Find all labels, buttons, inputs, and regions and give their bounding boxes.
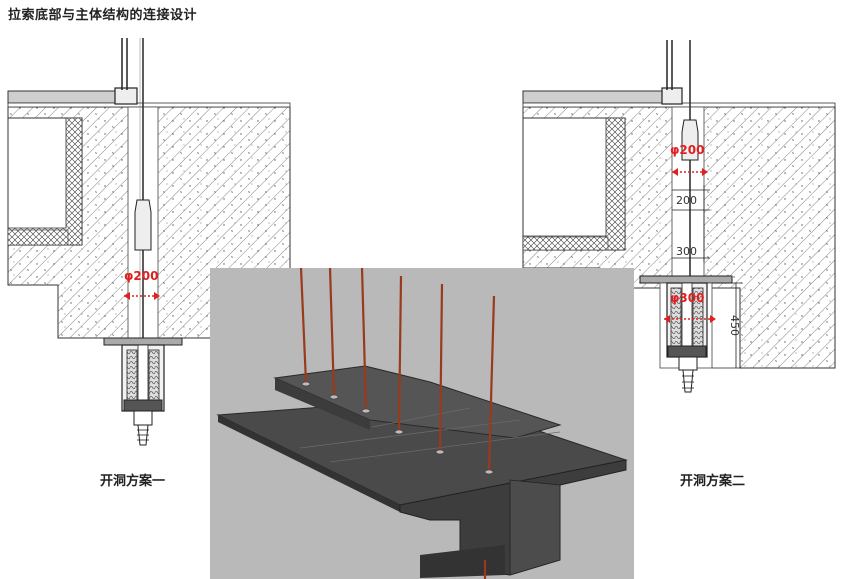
diagram-title: 拉索底部与主体结构的连接设计 xyxy=(8,8,198,23)
render-3d-panel xyxy=(210,267,634,579)
render-rods xyxy=(299,267,496,579)
label-dim-300: 300 xyxy=(676,245,697,258)
dimension-hole-left xyxy=(124,292,160,300)
bearing-plate-left xyxy=(103,337,183,346)
glass-frame-right xyxy=(661,87,683,105)
glass-frame-left xyxy=(114,87,138,105)
caption-option-2: 开洞方案二 xyxy=(680,474,746,489)
label-phi300-right: φ300 xyxy=(670,291,704,305)
cable-connector-left xyxy=(134,199,152,251)
dimension-hole-right-top xyxy=(672,168,708,176)
label-phi200-right: φ200 xyxy=(670,143,704,157)
label-dim-200: 200 xyxy=(676,194,697,207)
caption-option-1: 开洞方案一 xyxy=(100,474,166,489)
label-dim-450: 450 xyxy=(728,315,741,336)
cable-connector-right xyxy=(681,119,699,161)
dimension-lines-right xyxy=(672,185,742,369)
dimension-hole-right-bottom xyxy=(664,315,716,323)
bearing-plate-right xyxy=(639,275,733,284)
floor-finish-left xyxy=(7,90,121,104)
label-phi200-left: φ200 xyxy=(124,269,158,283)
floor-finish-right xyxy=(522,90,674,104)
